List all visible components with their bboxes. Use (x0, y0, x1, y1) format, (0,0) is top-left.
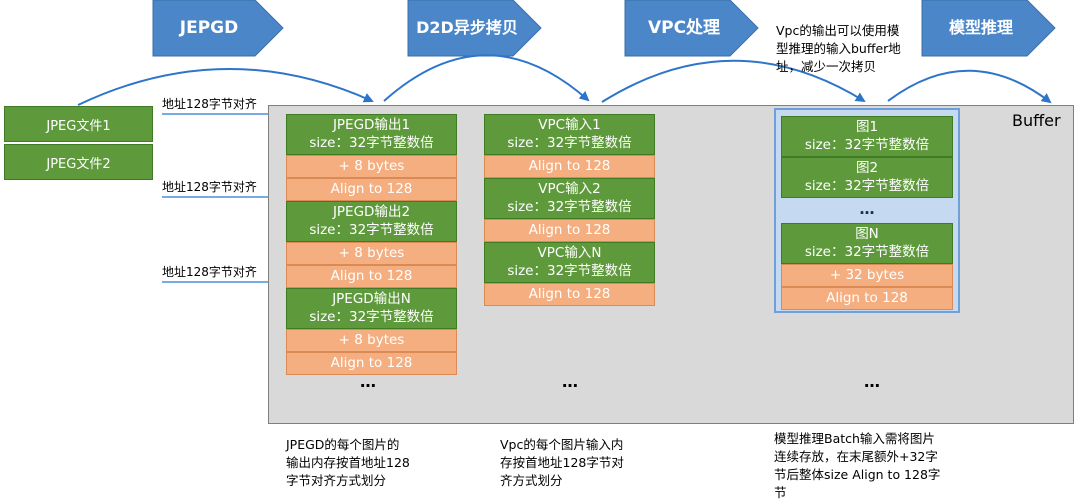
jpegd-padding-block: Align to 128 (286, 352, 457, 375)
stage-arrow-model (921, 0, 1056, 57)
stage-label-vpc: VPC处理 (647, 18, 721, 38)
model-batch-container: 图1 size：32字节整数倍图2 size：32字节整数倍 … 图N size：32字节… (774, 108, 960, 313)
block-size-note: size：32字节整数倍 (804, 244, 930, 260)
align-note-3: 地址128字节对齐 (162, 265, 257, 279)
model-ellipsis: … (864, 372, 880, 391)
block-title: JPEGD输出2 (332, 204, 411, 220)
model-padding-block: Align to 128 (781, 287, 953, 310)
caption-model-line-3: 节后整体size Align to 128字 (774, 467, 941, 482)
model-data-block: 图N size：32字节整数倍 (781, 223, 953, 264)
model-data-block: 图2 size：32字节整数倍 (781, 157, 953, 198)
block-title: VPC输入2 (538, 181, 601, 197)
model-ellipsis-row: … (781, 198, 953, 223)
block-title: JPEGD输出1 (332, 117, 411, 133)
align-note-1: 地址128字节对齐 (162, 97, 257, 111)
flow-arrow-files-to-jpegd (77, 68, 374, 106)
jpeg-file-1: JPEG文件1 (4, 106, 153, 142)
block-title: JPEGD输出N (332, 291, 411, 307)
align-note-2: 地址128字节对齐 (162, 180, 257, 194)
jpegd-data-block: JPEGD输出1 size：32字节整数倍 (286, 114, 457, 155)
block-size-note: size：32字节整数倍 (309, 222, 434, 238)
jpegd-padding-block: Align to 128 (286, 178, 457, 201)
block-title: VPC输入N (537, 245, 602, 261)
block-size-note: size：32字节整数倍 (507, 199, 632, 215)
vpc-ellipsis: … (562, 372, 578, 391)
vpc-data-block: VPC输入2 size：32字节整数倍 (484, 178, 655, 219)
flow-arrow-model-out (887, 69, 1052, 104)
jpeg-file-2: JPEG文件2 (4, 144, 153, 180)
stage-label-jepgd: JEPGD (179, 18, 239, 38)
caption-model-line-2: 连续存放，在末尾额外+32字 (774, 449, 938, 464)
top-note-line-1: Vpc的输出可以使用模 (776, 23, 900, 38)
block-title: 图2 (855, 160, 879, 176)
stage-label-model: 模型推理 (948, 18, 1013, 37)
top-note-line-3: 址，减少一次拷贝 (776, 59, 877, 74)
vpc-data-block: VPC输入N size：32字节整数倍 (484, 242, 655, 283)
caption-jpegd-line-3: 字节对齐方式划分 (286, 473, 387, 488)
stage-label-d2d: D2D异步拷贝 (416, 18, 518, 37)
flow-arrow-jpegd-to-vpc (383, 54, 590, 102)
block-size-note: size：32字节整数倍 (507, 135, 632, 151)
vpc-padding-block: Align to 128 (484, 283, 655, 306)
caption-jpegd-line-2: 输出内存按首地址128 (286, 455, 410, 470)
caption-model-line-4: 节 (774, 485, 787, 500)
caption-model-line-1: 模型推理Batch输入需将图片 (774, 431, 935, 446)
caption-jpegd: JPEGD的每个图片的 输出内存按首地址128 字节对齐方式划分 (286, 436, 476, 490)
vpc-data-block: VPC输入1 size：32字节整数倍 (484, 114, 655, 155)
caption-jpegd-line-1: JPEGD的每个图片的 (286, 437, 400, 452)
block-size-note: size：32字节整数倍 (804, 178, 930, 194)
stage-arrow-d2d (407, 0, 542, 57)
caption-vpc-line-3: 齐方式划分 (500, 473, 563, 488)
block-size-note: size：32字节整数倍 (804, 137, 930, 153)
block-title: 图1 (855, 119, 879, 135)
top-note: Vpc的输出可以使用模 型推理的输入buffer地 址，减少一次拷贝 (776, 22, 926, 76)
buffer-label: Buffer (1012, 111, 1061, 130)
jpegd-padding-block: + 8 bytes (286, 329, 457, 352)
block-title: VPC输入1 (538, 117, 601, 133)
jpegd-padding-block: + 8 bytes (286, 155, 457, 178)
model-input-column: 图1 size：32字节整数倍图2 size：32字节整数倍 … 图N size：32字节… (781, 116, 953, 310)
jpegd-ellipsis: … (360, 372, 376, 391)
vpc-padding-block: Align to 128 (484, 219, 655, 242)
block-size-note: size：32字节整数倍 (507, 263, 632, 279)
caption-model: 模型推理Batch输入需将图片 连续存放，在末尾额外+32字 节后整体size … (774, 430, 984, 502)
model-data-block: 图1 size：32字节整数倍 (781, 116, 953, 157)
top-note-line-2: 型推理的输入buffer地 (776, 41, 901, 56)
vpc-padding-block: Align to 128 (484, 155, 655, 178)
block-size-note: size：32字节整数倍 (309, 309, 434, 325)
jpegd-data-block: JPEGD输出2 size：32字节整数倍 (286, 201, 457, 242)
stage-arrow-jepgd (152, 0, 284, 57)
model-padding-block: + 32 bytes (781, 264, 953, 287)
caption-vpc: Vpc的每个图片输入内 存按首地址128字节对 齐方式划分 (500, 436, 690, 490)
block-title: 图N (855, 226, 879, 242)
caption-vpc-line-1: Vpc的每个图片输入内 (500, 437, 624, 452)
jpegd-data-block: JPEGD输出N size：32字节整数倍 (286, 288, 457, 329)
flow-arrow-vpc-to-model (601, 59, 866, 103)
jpegd-padding-block: + 8 bytes (286, 242, 457, 265)
caption-vpc-line-2: 存按首地址128字节对 (500, 455, 624, 470)
jpegd-padding-block: Align to 128 (286, 265, 457, 288)
block-size-note: size：32字节整数倍 (309, 135, 434, 151)
stage-arrow-vpc (624, 0, 759, 57)
